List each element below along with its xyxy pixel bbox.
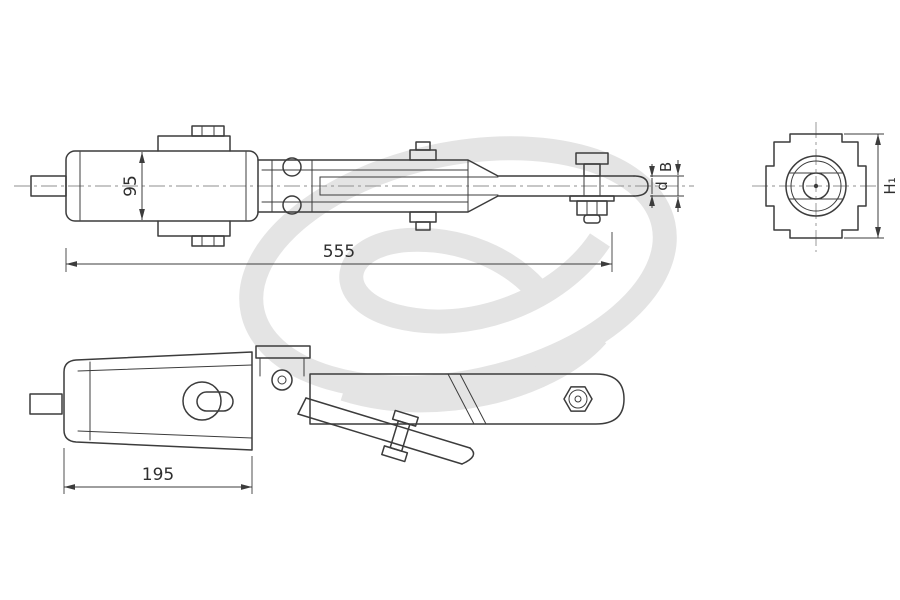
fork-screw-bottom: [282, 195, 302, 215]
dim-95-label: 95: [121, 175, 141, 197]
housing-pin: [196, 391, 234, 412]
fork-bolt-bottom: [409, 211, 437, 231]
fork-screw-top: [282, 157, 302, 177]
section-ball: [802, 172, 830, 200]
dim-555: 555: [65, 232, 613, 272]
dim-b-label: B: [657, 162, 675, 172]
dim-h1-label: H₁: [881, 177, 899, 194]
dim-195-label: 195: [142, 465, 174, 485]
top-view-drawbar-eye: [569, 152, 615, 224]
dim-d: d: [649, 164, 671, 208]
top-view-fork: [257, 141, 649, 231]
dim-195: 195: [63, 448, 253, 494]
side-view-housing: [29, 351, 253, 451]
dim-555-label: 555: [323, 242, 355, 262]
side-view-clamp: [255, 345, 311, 391]
side-view-drawbar: [309, 373, 625, 425]
dim-d-label: d: [653, 181, 671, 191]
fork-bolt-top: [409, 141, 437, 161]
side-view: 195: [29, 345, 625, 494]
dim-95: 95: [121, 152, 145, 220]
lever-arm-bolt: [381, 409, 419, 463]
clamp-pivot-bolt: [271, 369, 293, 391]
dim-b: B: [650, 160, 684, 212]
housing-hole: [182, 381, 222, 421]
side-view-lever-arm: [297, 397, 475, 465]
dim-h1: H₁: [844, 133, 899, 239]
drawbar-hex-nut: [563, 386, 593, 412]
watermark-logo: [239, 136, 677, 413]
top-view-clamp: [157, 125, 231, 247]
section-body: [765, 133, 867, 239]
section-view: H₁: [752, 122, 899, 252]
top-view: 95 555 d B: [14, 125, 694, 272]
top-view-housing: [30, 150, 259, 222]
